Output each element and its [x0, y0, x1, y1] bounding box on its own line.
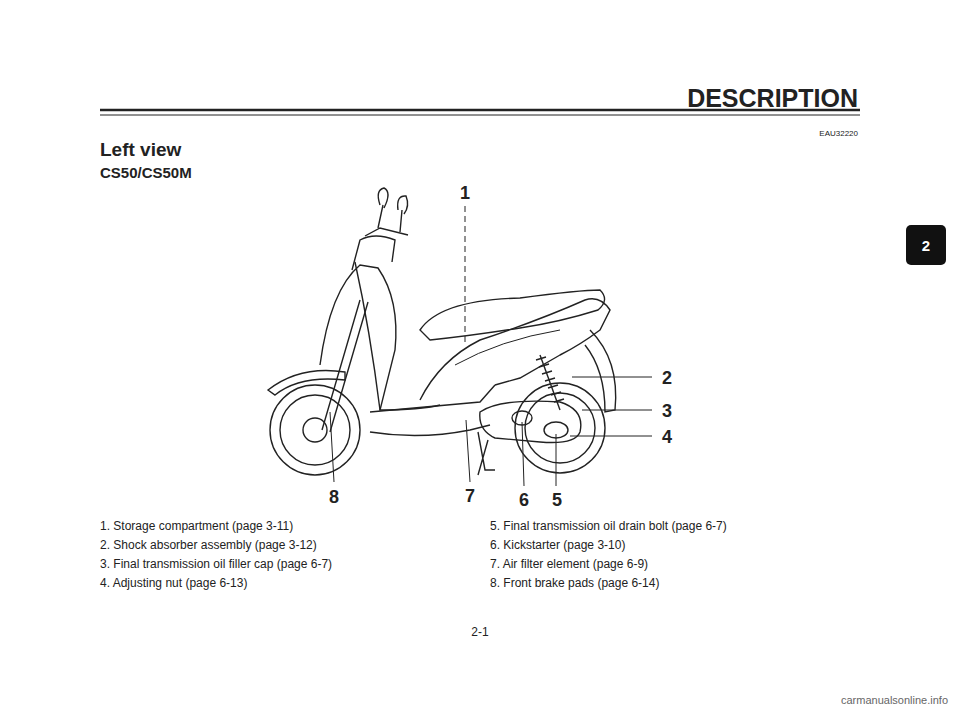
callout-number: 2: [662, 368, 672, 389]
callout-number: 6: [519, 490, 529, 511]
callout-number: 1: [460, 183, 470, 204]
section-heading: Left view: [100, 139, 181, 161]
legend-item: 2. Shock absorber assembly (page 3-12): [100, 538, 317, 552]
legend-item: 5. Final transmission oil drain bolt (pa…: [490, 519, 727, 533]
callout-number: 8: [329, 487, 339, 508]
chapter-tab: [906, 225, 946, 265]
legend-item: 1. Storage compartment (page 3-11): [100, 519, 293, 533]
legend-item: 3. Final transmission oil filler cap (pa…: [100, 557, 332, 571]
document-code: EAU32220: [819, 129, 858, 138]
callout-number: 4: [662, 427, 672, 448]
legend-item: 7. Air filter element (page 6-9): [490, 557, 648, 571]
legend-item: 4. Adjusting nut (page 6-13): [100, 576, 247, 590]
callout-number: 3: [662, 401, 672, 422]
chapter-tab-number: 2: [922, 237, 930, 254]
callout-number: 7: [465, 486, 475, 507]
page-number: 2-1: [471, 625, 488, 639]
model-heading: CS50/CS50M: [100, 164, 192, 181]
watermark: carmanualsonline.info: [841, 694, 948, 706]
legend-item: 6. Kickstarter (page 3-10): [490, 538, 625, 552]
callout-number: 5: [552, 490, 562, 511]
page-header: DESCRIPTION: [687, 84, 858, 113]
legend-item: 8. Front brake pads (page 6-14): [490, 576, 659, 590]
